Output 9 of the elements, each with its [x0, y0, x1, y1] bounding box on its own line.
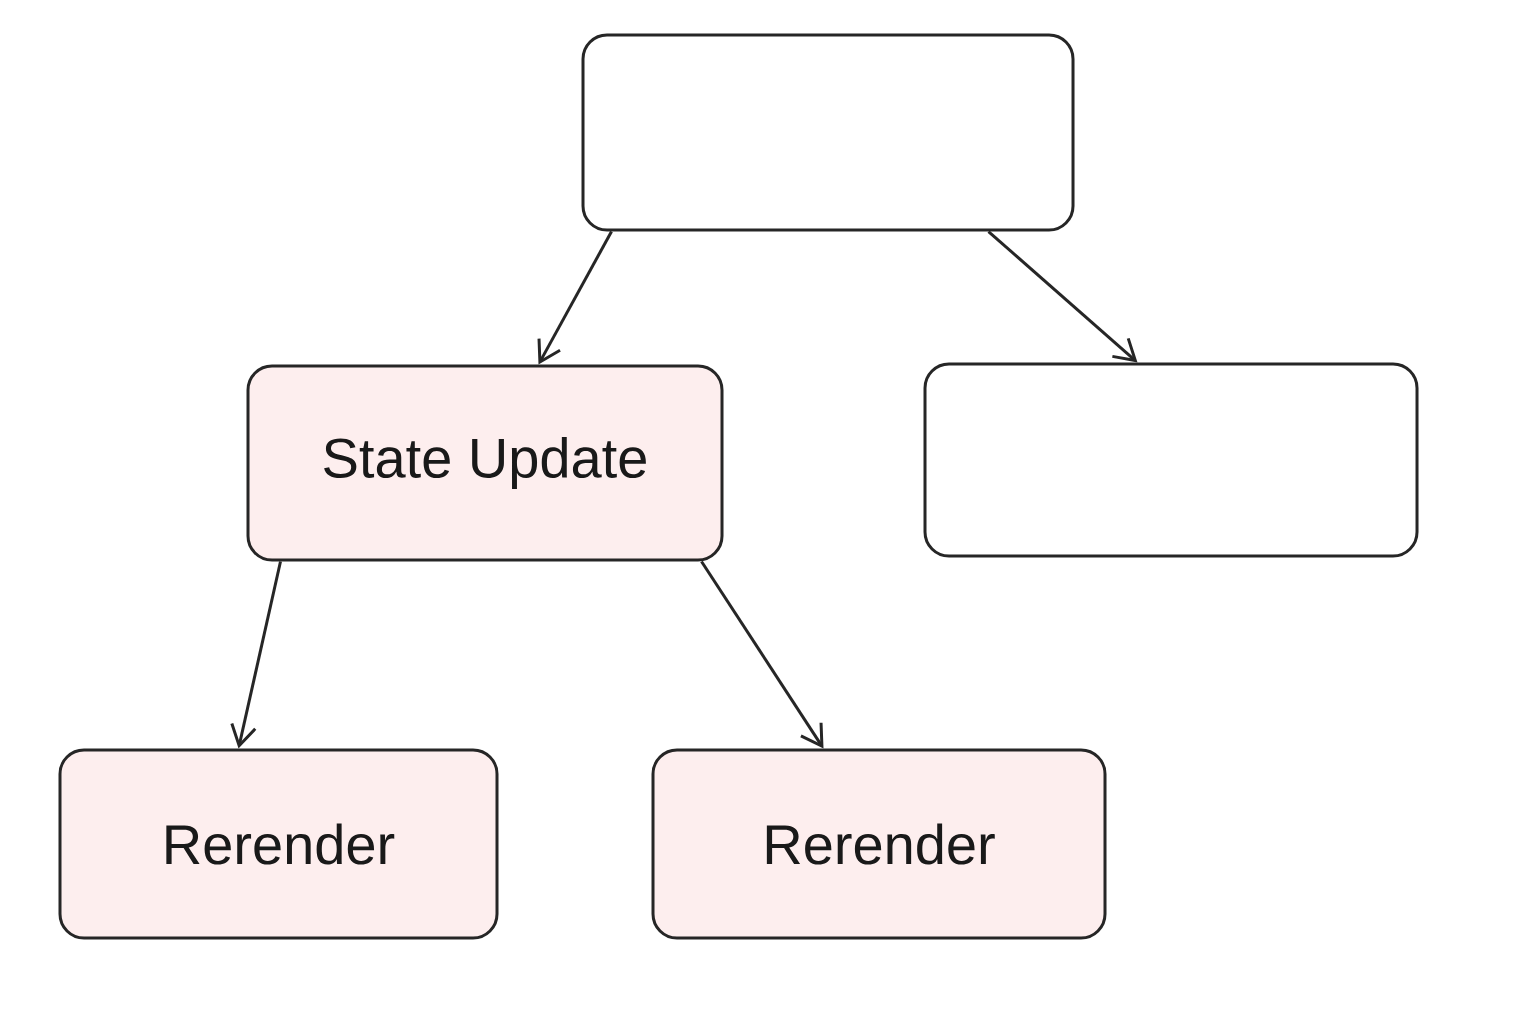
arrow — [537, 230, 613, 365]
arrow — [987, 230, 1138, 363]
empty-box — [923, 362, 1419, 558]
process-box: State Update — [246, 364, 724, 562]
process-box: Rerender — [58, 748, 499, 940]
empty-box — [581, 33, 1075, 232]
arrow — [230, 561, 282, 749]
process-box: Rerender — [651, 748, 1107, 940]
arrow — [700, 560, 824, 749]
